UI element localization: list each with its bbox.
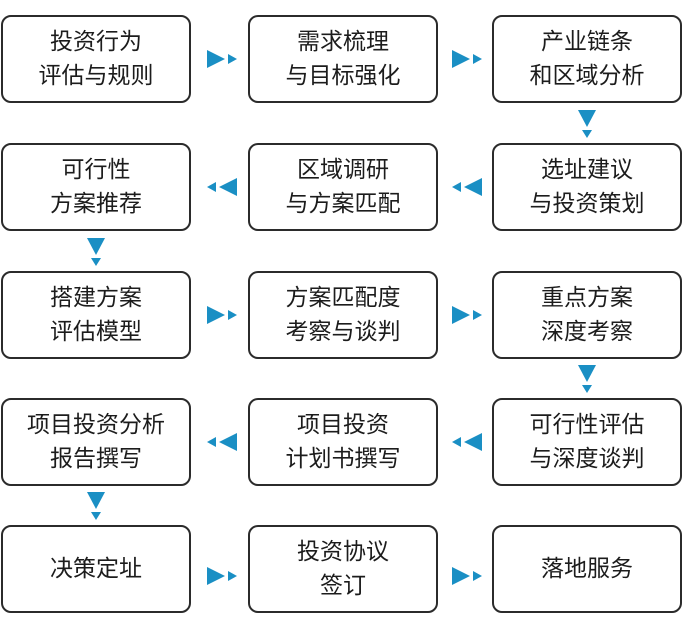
step-label-line1: 落地服务 [541, 556, 633, 582]
step-label-line2: 评估模型 [50, 319, 142, 345]
step-label-line2: 评估与规则 [38, 63, 154, 89]
step-label-line2: 报告撰写 [50, 446, 142, 472]
step-box-9: 重点方案 深度考察 [492, 271, 682, 359]
step-label-line2: 计划书撰写 [285, 446, 401, 472]
arrow-right-icon [207, 567, 237, 585]
step-box-15: 落地服务 [492, 525, 682, 613]
step-label-line2: 方案推荐 [50, 191, 142, 217]
arrow-down-icon [578, 110, 596, 138]
step-box-14: 投资协议 签订 [248, 525, 438, 613]
arrow-left-icon [207, 433, 237, 451]
arrow-right-icon [452, 567, 482, 585]
step-label-line1: 项目投资分析 [27, 412, 165, 438]
step-label-line2: 深度考察 [541, 319, 633, 345]
step-label-line1: 区域调研 [297, 157, 389, 183]
arrow-right-icon [207, 50, 237, 68]
arrow-left-icon [452, 433, 482, 451]
step-label-line2: 与投资策划 [529, 191, 645, 217]
step-label-line2: 和区域分析 [529, 63, 645, 89]
step-box-10: 可行性评估 与深度谈判 [492, 398, 682, 486]
step-label-line1: 项目投资 [297, 412, 389, 438]
step-label-line1: 决策定址 [50, 556, 142, 582]
step-label-line1: 选址建议 [541, 157, 633, 183]
step-box-2: 需求梳理 与目标强化 [248, 15, 438, 103]
step-label-line1: 可行性评估 [529, 412, 645, 438]
step-label-line1: 可行性 [61, 157, 131, 183]
step-box-7: 搭建方案 评估模型 [1, 271, 191, 359]
step-label-line2: 签订 [320, 573, 366, 599]
step-box-13: 决策定址 [1, 525, 191, 613]
step-box-6: 可行性 方案推荐 [1, 143, 191, 231]
step-box-5: 区域调研 与方案匹配 [248, 143, 438, 231]
step-box-12: 项目投资分析 报告撰写 [1, 398, 191, 486]
step-label-line1: 重点方案 [541, 285, 633, 311]
arrow-down-icon [87, 238, 105, 266]
step-label-line1: 产业链条 [541, 29, 633, 55]
arrow-down-icon [578, 365, 596, 393]
arrow-right-icon [452, 306, 482, 324]
step-label-line1: 需求梳理 [297, 29, 389, 55]
step-label-line1: 投资协议 [297, 539, 389, 565]
arrow-left-icon [452, 178, 482, 196]
step-box-11: 项目投资 计划书撰写 [248, 398, 438, 486]
step-label-line1: 投资行为 [50, 29, 142, 55]
arrow-left-icon [207, 178, 237, 196]
arrow-right-icon [207, 306, 237, 324]
arrow-right-icon [452, 50, 482, 68]
step-label-line2: 与目标强化 [285, 63, 401, 89]
step-label-line1: 方案匹配度 [285, 285, 401, 311]
step-box-4: 选址建议 与投资策划 [492, 143, 682, 231]
step-label-line2: 与方案匹配 [285, 191, 401, 217]
step-box-8: 方案匹配度 考察与谈判 [248, 271, 438, 359]
step-label-line2: 与深度谈判 [529, 446, 645, 472]
step-box-1: 投资行为 评估与规则 [1, 15, 191, 103]
step-label-line2: 考察与谈判 [285, 319, 401, 345]
arrow-down-icon [87, 492, 105, 520]
step-box-3: 产业链条 和区域分析 [492, 15, 682, 103]
step-label-line1: 搭建方案 [50, 285, 142, 311]
